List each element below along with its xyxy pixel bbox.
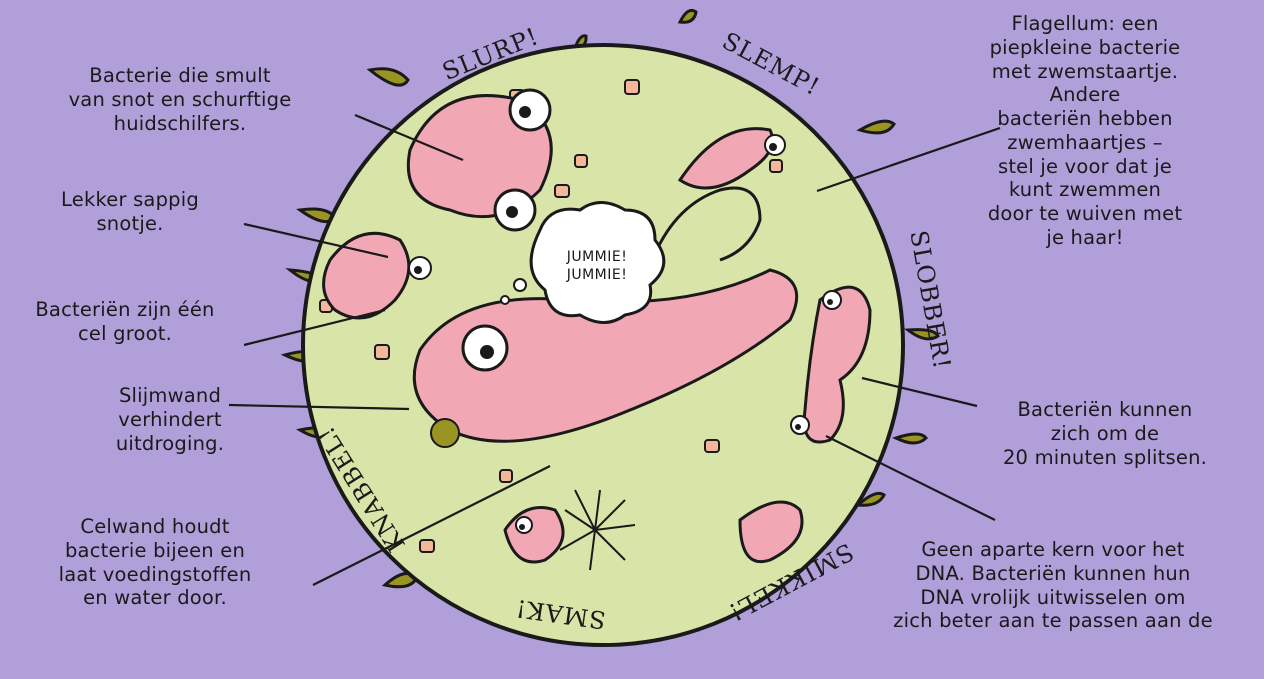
label-line: stel je voor dat je [945,155,1225,179]
label-line: Geen aparte kern voor het [848,538,1258,562]
label-line: DNA vrolijk uitwisselen om [848,586,1258,610]
label-line: huidschilfers. [50,112,310,136]
label-snotje: Lekker sappig snotje. [30,188,230,236]
label-line: cel groot. [0,322,250,346]
label-bacterie-smult: Bacterie die smult van snot en schurftig… [50,64,310,135]
bubble-dot [514,279,526,291]
label-dna: Geen aparte kern voor het DNA. Bacteriën… [848,538,1258,633]
label-line: piepkleine bacterie [945,36,1225,60]
label-line: uitdroging. [80,432,260,456]
label-line: Bacteriën kunnen [970,398,1240,422]
label-splitsen: Bacteriën kunnen zich om de 20 minuten s… [970,398,1240,469]
label-line: Bacteriën zijn één [0,298,250,322]
bubble-line: JUMMIE! [557,266,637,284]
label-line: van snot en schurftige [50,88,310,112]
bubble-line: JUMMIE! [557,248,637,266]
label-line: met zwemstaartje. [945,60,1225,84]
label-line: Celwand houdt [20,515,290,539]
label-flagellum: Flagellum: een piepkleine bacterie met z… [945,12,1225,250]
label-line: kunt zwemmen [945,178,1225,202]
label-line: verhindert [80,408,260,432]
label-line: Slijmwand [80,384,260,408]
label-line: Andere [945,83,1225,107]
label-line: DNA. Bacteriën kunnen hun [848,562,1258,586]
label-line: snotje. [30,212,230,236]
label-een-cel: Bacteriën zijn één cel groot. [0,298,250,346]
label-line: Bacterie die smult [50,64,310,88]
bubble-dot [501,296,509,304]
label-line: Lekker sappig [30,188,230,212]
label-celwand: Celwand houdt bacterie bijeen en laat vo… [20,515,290,610]
label-line: zwemhaartjes – [945,131,1225,155]
label-line: door te wuiven met [945,202,1225,226]
label-line: 20 minuten splitsen. [970,446,1240,470]
label-line: je haar! [945,226,1225,250]
label-line: en water door. [20,586,290,610]
label-slijmwand: Slijmwand verhindert uitdroging. [80,384,260,455]
label-line: bacteriën hebben [945,107,1225,131]
label-line: bacterie bijeen en [20,539,290,563]
label-line: zich om de [970,422,1240,446]
label-line: laat voedingstoffen [20,563,290,587]
label-line: Flagellum: een [945,12,1225,36]
label-line: zich beter aan te passen aan de [848,609,1258,633]
speech-bubble-text: JUMMIE! JUMMIE! [557,248,637,284]
